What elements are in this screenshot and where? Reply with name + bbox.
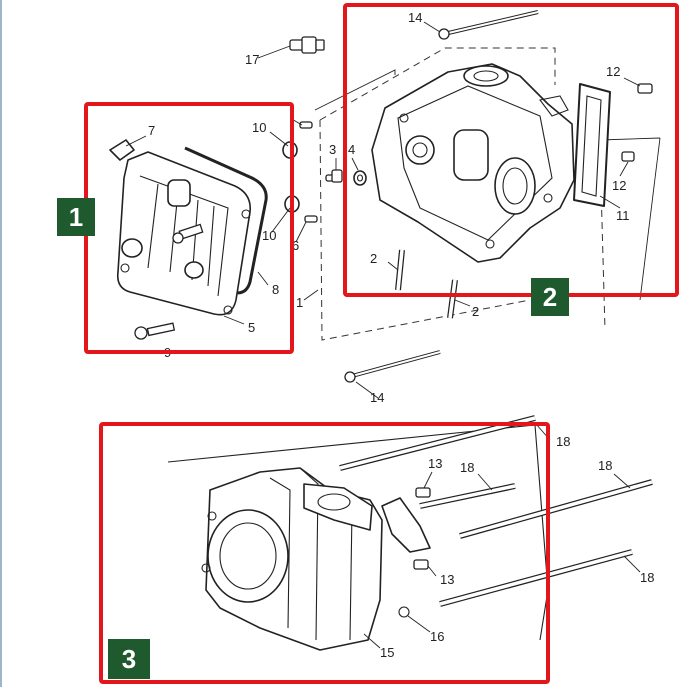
callout-3: 3 — [329, 142, 336, 157]
callout-4: 4 — [348, 142, 355, 157]
callout-11: 11 — [616, 208, 630, 223]
callout-17: 17 — [245, 52, 259, 67]
group3-leaders — [363, 423, 641, 649]
cylinder-studs — [339, 415, 653, 607]
callout-8: 8 — [272, 282, 279, 297]
callout-14-top: 14 — [408, 10, 422, 25]
callout-12-lower: 12 — [612, 178, 626, 193]
clip — [109, 139, 135, 161]
cylinder-group — [167, 415, 653, 651]
callout-16: 16 — [430, 629, 444, 644]
head-cover-group — [109, 121, 339, 340]
group1-leaders — [125, 117, 319, 325]
badges: 1 2 3 — [57, 198, 569, 679]
badge-1-label: 1 — [69, 202, 83, 232]
spark-plug — [289, 36, 325, 54]
callout-2-right: 2 — [472, 304, 479, 319]
callout-10-upper: 10 — [252, 120, 266, 135]
group2-leaders — [257, 21, 641, 399]
callout-15: 15 — [380, 645, 394, 660]
head-gasket-side — [573, 83, 611, 207]
callout-14-bottom: 14 — [370, 390, 384, 405]
head-studs — [395, 249, 458, 319]
callout-10-lower: 10 — [262, 228, 276, 243]
badge-3-label: 3 — [122, 644, 136, 674]
badge-1[interactable] — [57, 198, 95, 236]
badge-3[interactable] — [108, 639, 150, 679]
callout-13-lower: 13 — [440, 572, 454, 587]
callout-7: 7 — [148, 123, 155, 138]
badge-2[interactable] — [531, 278, 569, 316]
callout-2-left: 2 — [370, 251, 377, 266]
callout-13-upper: 13 — [428, 456, 442, 471]
callout-18-d: 18 — [640, 570, 654, 585]
callout-5: 5 — [248, 320, 255, 335]
callout-12-upper: 12 — [606, 64, 620, 79]
callout-18-a: 18 — [556, 434, 570, 449]
callout-18-c: 18 — [598, 458, 612, 473]
badge-2-label: 2 — [543, 282, 557, 312]
highlight-box-2[interactable] — [343, 3, 679, 297]
group-outline-lines — [314, 69, 661, 301]
callout-18-b: 18 — [460, 460, 474, 475]
cylinder-head-group — [289, 10, 653, 383]
callout-6: 6 — [292, 238, 299, 253]
callout-1: 1 — [296, 295, 303, 310]
highlight-box-3[interactable] — [99, 422, 550, 684]
